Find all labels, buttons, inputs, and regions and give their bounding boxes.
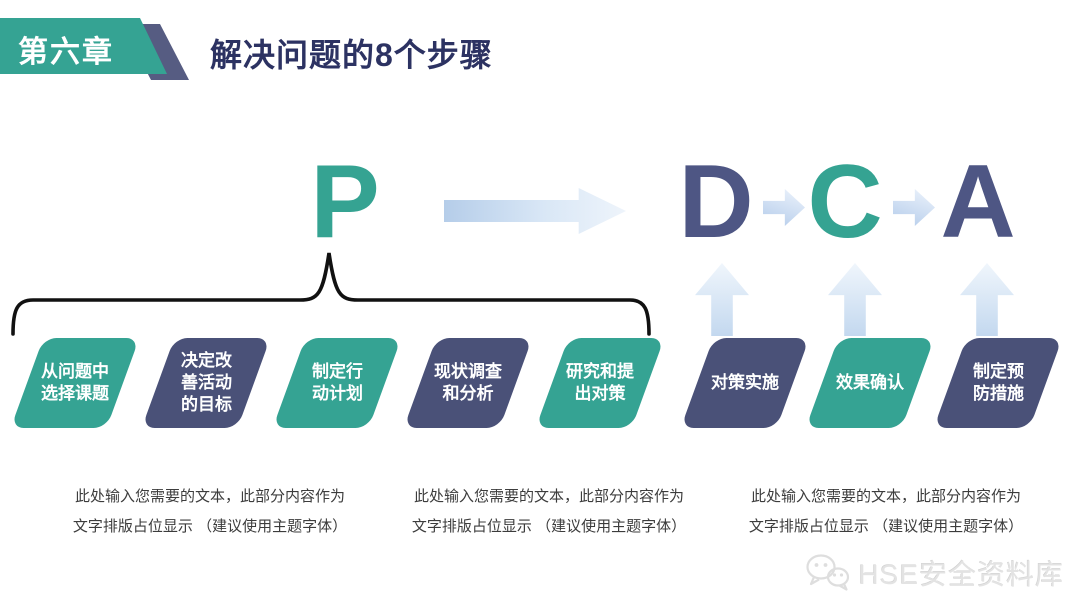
letter-d: D: [678, 144, 754, 260]
watermark-label: HSE安全资料库: [858, 559, 1064, 590]
placeholder-text-1: 此处输入您需要的文本，此部分内容作为 文字排版占位显示 （建议使用主题字体）: [72, 488, 348, 535]
step-label: 对策实施: [711, 372, 779, 392]
step-box-5: 研究和提 出对策: [535, 338, 665, 428]
letter-p: P: [310, 144, 380, 260]
page-title: 解决问题的8个步骤: [210, 37, 493, 73]
step-box-3: 制定行 动计划: [272, 338, 402, 428]
up-arrow-icon-do: [695, 263, 749, 336]
placeholder-text-2: 此处输入您需要的文本，此部分内容作为 文字排版占位显示 （建议使用主题字体）: [411, 488, 687, 535]
watermark: HSE安全资料库: [804, 552, 1064, 594]
step-label: 制定预 防措施: [972, 361, 1024, 403]
step-label: 从问题中 选择课题: [41, 361, 109, 403]
up-arrow-icon-act: [960, 263, 1014, 336]
placeholder-text-3: 此处输入您需要的文本，此部分内容作为 文字排版占位显示 （建议使用主题字体）: [748, 488, 1024, 535]
step-box-4: 现状调查 和分析: [403, 338, 533, 428]
up-arrow-icon-check: [828, 263, 882, 336]
do-to-check-arrow-icon: [763, 189, 805, 226]
letter-c: C: [807, 144, 883, 260]
curly-brace-icon: [11, 252, 651, 336]
step-box-1: 从问题中 选择课题: [10, 338, 140, 428]
check-to-act-arrow-icon: [893, 189, 935, 226]
letter-a: A: [940, 144, 1016, 260]
step-box-6: 对策实施: [680, 338, 810, 428]
step-box-7: 效果确认: [805, 338, 935, 428]
step-box-2: 决定改 善活动 的目标: [141, 338, 271, 428]
wechat-icon: [806, 554, 850, 591]
step-label: 现状调查 和分析: [434, 361, 502, 403]
step-label: 决定改 善活动 的目标: [180, 350, 232, 415]
step-label: 制定行 动计划: [311, 361, 363, 403]
chapter-badge-shape: [0, 18, 189, 80]
plan-to-do-arrow-icon: [444, 188, 626, 234]
step-label: 效果确认: [836, 372, 904, 392]
chapter-badge: 第六章: [18, 36, 114, 69]
step-label: 研究和提 出对策: [566, 361, 634, 403]
step-box-8: 制定预 防措施: [933, 338, 1063, 428]
